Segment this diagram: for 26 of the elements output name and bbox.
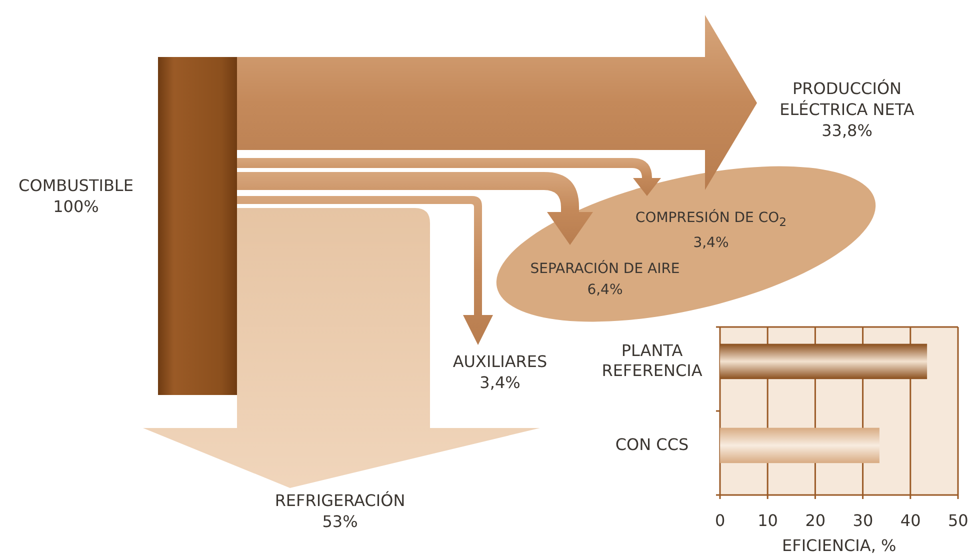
tick-label: 10 [758,511,778,531]
flow-arrow [237,196,493,345]
node-label: AUXILIARES [452,351,548,372]
percentage-label: 6,4% [586,281,624,300]
flow-arrow [143,208,540,488]
tick-label: 20 [805,511,826,531]
node-label: REFRIGERACIÓN [274,490,406,511]
tick-label: 30 [852,511,874,531]
flow-arrow [237,158,661,196]
node-label: COMPRESIÓN DE CO$_{2}$ [634,208,788,231]
node-label: 100% [52,196,100,217]
percentage-label: 53% [321,511,359,532]
node-label: PRODUCCIÓN ELÉCTRICA NETA [778,78,916,120]
percentage-label: 3,4% [692,234,730,253]
category-label: PLANTA REFERENCIA [600,341,704,382]
percentage-label: 3,4% [478,372,522,393]
node-label: COMBUSTIBLE [18,175,134,196]
flow-arrow [237,172,593,245]
category-label: CON CCS [614,435,690,456]
axis-title: EFICIENCIA, % [782,536,896,556]
flow-arrow [237,15,757,190]
tick-label: 50 [948,511,968,531]
percentage-label: 33,8% [820,120,874,141]
tick-label: 0 [715,511,726,531]
node-label: SEPARACIÓN DE AIRE [529,259,681,279]
tick-label: 40 [900,511,921,531]
